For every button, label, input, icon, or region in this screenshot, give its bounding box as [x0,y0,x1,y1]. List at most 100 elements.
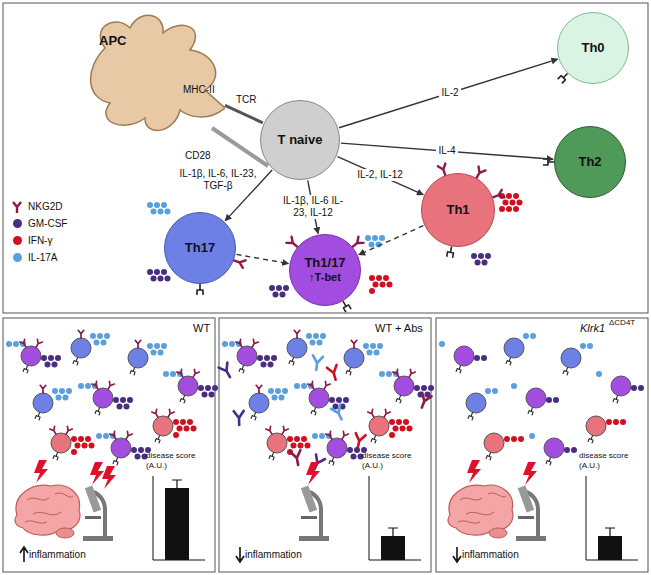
t-cell [178,376,198,396]
cytokine-dot [313,333,319,339]
panel-frame [3,3,648,313]
tcr-symbol [346,367,353,376]
lightning [306,462,320,485]
t-cell [153,416,173,436]
cytokine-dot [147,202,153,208]
cytokine-dot [613,419,619,425]
nkg2d-symbol [368,409,377,418]
t-cell [484,433,504,453]
cytokine-dot [386,371,392,377]
illustration-part [518,516,534,519]
illustration-part [340,431,349,440]
cell-name: T naive [278,133,323,148]
cytokine-dot [59,388,65,394]
bar [165,488,189,560]
cytokine-dot [376,275,382,281]
illustration-part [20,339,29,348]
tcr-symbol [446,246,455,258]
illustration-part [294,330,300,338]
cytokine-dot [85,383,91,389]
cytokine-dot [180,419,186,425]
t-cell [394,376,414,396]
cytokine-dot [71,436,77,442]
tcr-symbol [95,407,102,416]
illustration-part [346,367,353,376]
antibody [327,365,340,381]
cytokine-dot [6,341,12,347]
illustration-part [322,381,331,390]
illustration-part [371,435,378,444]
apc-body [91,15,225,130]
t-cell [287,338,307,358]
nkg2d-symbol [340,431,349,440]
t-cell [21,346,41,366]
antibody [219,363,235,380]
panel-frame [219,318,431,572]
cytokine-dot [82,443,88,449]
antibody [291,450,303,466]
t-cell [249,393,269,413]
error-bar [172,480,182,488]
cytokine-dot [439,341,445,347]
cytokine-dot [131,447,137,453]
antibody [417,393,431,410]
cytokine-dot [587,343,593,349]
cytokine-dot [369,275,375,281]
cytokine-dot [389,432,395,438]
cytokine-dot [272,395,278,401]
cytokine-dot [517,200,523,206]
cytokine-dot [138,447,144,453]
cytokine-dot [151,350,157,356]
cytokine-dot [298,443,304,449]
t-cell [466,393,486,413]
legend-swatch [13,236,22,245]
nkg2d-symbol [166,409,175,418]
t-cell [526,388,546,408]
nkg2d-symbol [78,330,84,338]
cell-name: Th1/17 [304,256,345,271]
legend-row: IL-17A [10,249,67,266]
cytokine-dot [56,395,62,401]
tcr-symbol [23,365,30,374]
differentiation-arrow [341,143,553,159]
error-bar [605,528,615,536]
cytokine-dot [596,371,602,377]
illustration-part [23,365,30,374]
cytokine-dot [414,385,420,391]
cytokine-dot [374,350,380,356]
illustration-part [489,528,507,538]
illustration-part [135,340,141,348]
cell-name: APC [99,34,126,49]
cytokine-dot [287,436,293,442]
cytokine-dot [506,206,512,212]
illustration-part [73,357,80,366]
cytokine-dot [511,436,517,442]
molecule-label: TCR [236,94,257,106]
illustration-part [166,409,175,418]
illustration-part [191,369,200,378]
cytokine-dot [383,275,389,281]
cytokine-dot [165,276,171,282]
nkg2d-symbol [308,381,317,390]
cytokine-dot [154,269,160,275]
illustration-part [85,516,101,519]
nkg2d-symbol [135,340,141,348]
cytokine-dot [48,355,54,361]
lightning [34,460,48,483]
cytokine-dot [367,350,373,356]
illustration-part [546,457,553,466]
cytokine-dot [202,392,208,398]
cytokine-dot [90,333,96,339]
cytokine-dot [504,436,510,442]
illustration-part [180,395,187,404]
nkg2d-symbol [40,385,46,393]
legend-swatch [13,253,22,262]
cytokine-dot [499,206,505,212]
cytokine-dot [103,433,109,439]
cytokine-dot [510,200,516,206]
tcr-symbol [73,357,80,366]
t-cell [611,376,631,396]
nkg2d-symbol [382,409,391,418]
tcr-symbol [311,407,318,416]
illustration-part [299,536,329,541]
